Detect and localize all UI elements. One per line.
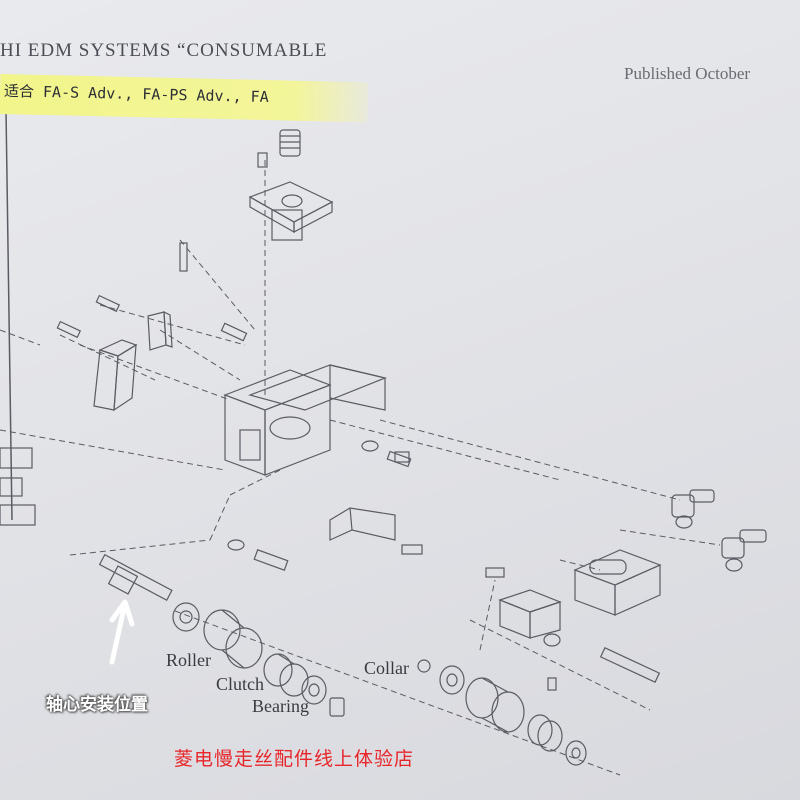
catalog-header-title: HI EDM SYSTEMS “CONSUMABLE: [0, 40, 328, 61]
part-label-clutch: Clutch: [216, 674, 264, 694]
part-label-bearing: Bearing: [252, 696, 309, 716]
shop-caption: 菱电慢走丝配件线上体验店: [174, 748, 415, 770]
axle-install-position-caption: 轴心安装位置: [46, 695, 148, 715]
upward-arrow-icon: [109, 599, 135, 665]
part-label-collar: Collar: [364, 658, 409, 678]
part-label-roller: Roller: [166, 650, 211, 670]
published-date: Published October: [624, 64, 751, 83]
